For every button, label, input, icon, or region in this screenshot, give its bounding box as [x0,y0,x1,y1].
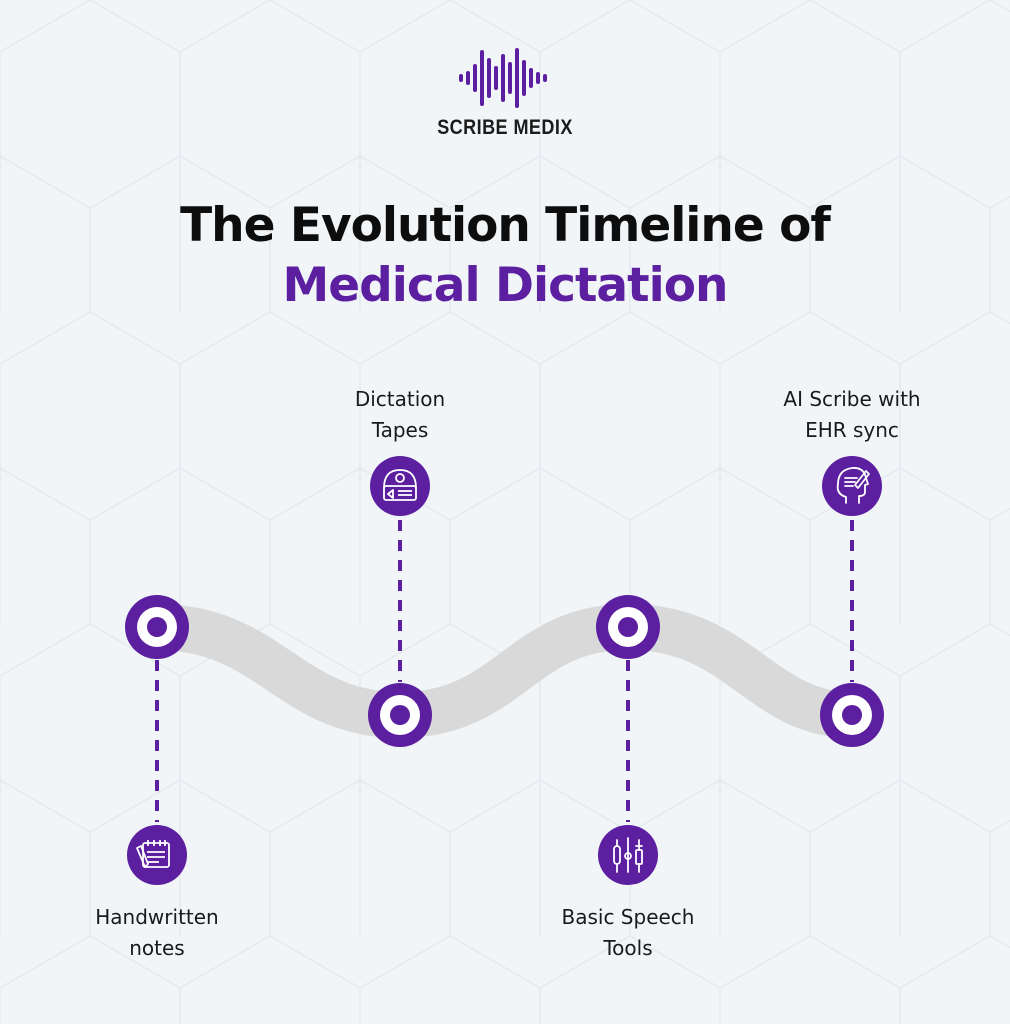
soundwave-logo-icon [459,48,547,108]
milestone-label-3-line-2: Tools [603,936,653,960]
milestone-label-4: AI Scribe with EHR sync [752,384,952,446]
timeline-node-2 [368,683,432,747]
timeline-node-1 [125,595,189,659]
title-line-1: The Evolution Timeline of [180,198,831,253]
brand-name: SCRIBE MEDIX [437,116,573,139]
timeline-track [134,603,875,739]
milestone-label-4-line-1: AI Scribe with [783,387,921,411]
milestone-label-2: Dictation Tapes [300,384,500,446]
medical-tools-icon [598,825,658,885]
page-title: The Evolution Timeline of Medical Dictat… [0,196,1010,316]
title-line-2: Medical Dictation [282,258,729,313]
milestone-label-3: Basic Speech Tools [528,902,728,964]
notepad-icon [127,825,187,885]
milestone-label-3-line-1: Basic Speech [561,905,695,929]
milestone-label-2-line-2: Tapes [371,418,429,442]
logo: SCRIBE MEDIX [0,46,1010,140]
timeline-node-4 [820,683,884,747]
milestone-label-1: Handwritten notes [57,902,257,964]
milestone-label-4-line-2: EHR sync [805,418,899,442]
milestone-label-1-line-1: Handwritten [95,905,219,929]
milestone-label-2-line-1: Dictation [354,387,446,411]
milestone-label-1-line-2: notes [129,936,185,960]
timeline-node-3 [596,595,660,659]
cassette-tape-icon [370,456,430,516]
ai-head-pen-icon [822,456,882,516]
